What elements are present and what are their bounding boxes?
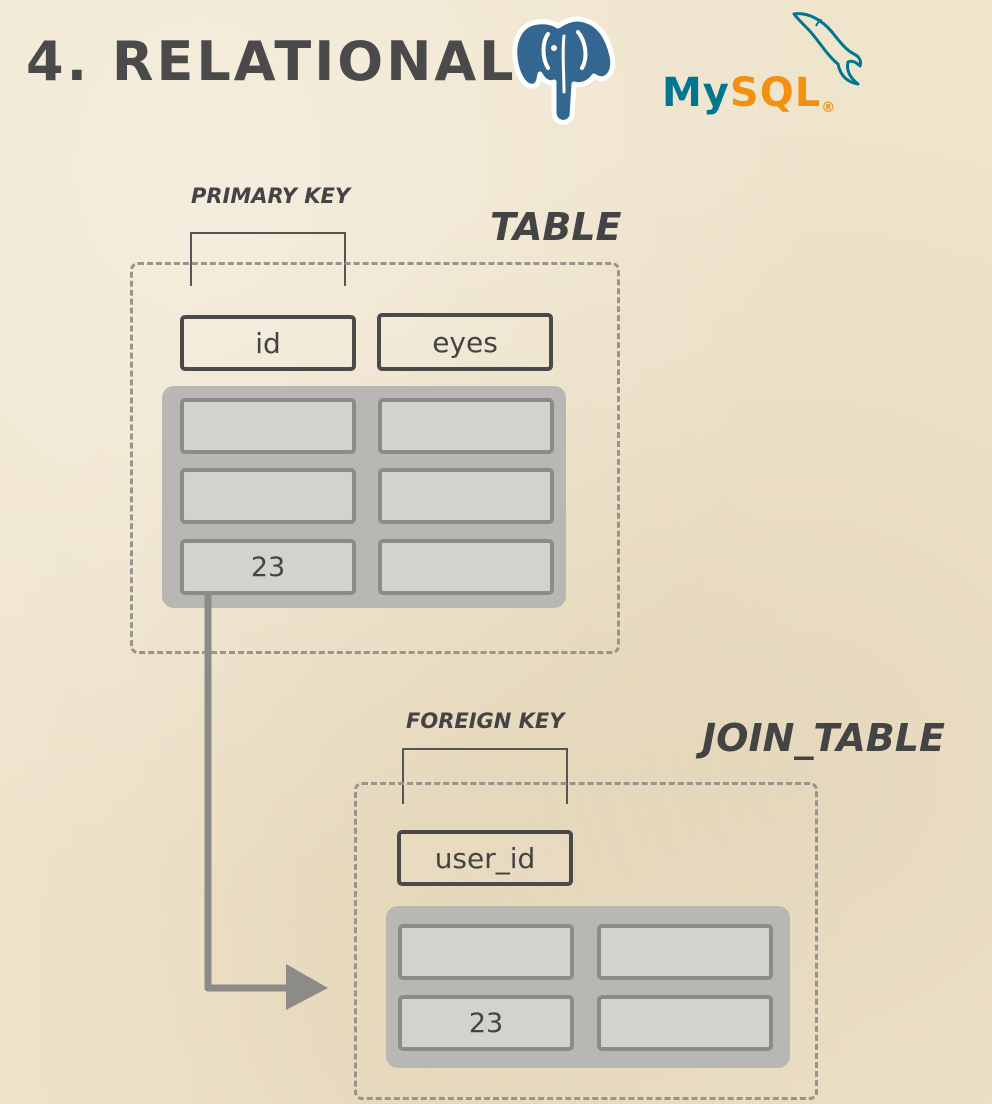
table-cell — [378, 398, 554, 454]
postgresql-logo — [512, 16, 616, 125]
mysql-wordmark-my: My — [662, 70, 730, 116]
table-boundary — [130, 262, 620, 654]
join-table-cell — [597, 995, 773, 1051]
join-table-cell — [597, 924, 773, 980]
table-name: TABLE — [490, 205, 622, 249]
foreign-key-label: FOREIGN KEY — [406, 709, 565, 733]
join-table-column-user-id: user_id — [397, 830, 573, 886]
table-column-id: id — [180, 315, 356, 371]
mysql-wordmark-sql: SQL — [729, 70, 822, 116]
dolphin-icon — [792, 12, 862, 86]
join-table-boundary — [354, 782, 818, 1100]
table-cell-primary-key-value: 23 — [180, 539, 356, 595]
primary-key-label: PRIMARY KEY — [191, 184, 351, 208]
mysql-logo: MySQL® — [662, 8, 872, 118]
foreign-key-bracket — [402, 748, 568, 804]
elephant-icon — [512, 16, 616, 125]
table-cell — [180, 398, 356, 454]
table-cell — [378, 539, 554, 595]
join-table-cell-foreign-key-value: 23 — [398, 995, 574, 1051]
table-column-eyes: eyes — [377, 313, 553, 371]
join-table-name: JOIN_TABLE — [702, 716, 945, 760]
join-table-cell — [398, 924, 574, 980]
table-cell — [378, 468, 554, 524]
registered-icon: ® — [821, 100, 837, 116]
arrow-head-icon — [286, 964, 328, 1010]
heading: 4. RELATIONAL — [26, 30, 517, 93]
table-cell — [180, 468, 356, 524]
primary-key-bracket — [190, 232, 346, 286]
